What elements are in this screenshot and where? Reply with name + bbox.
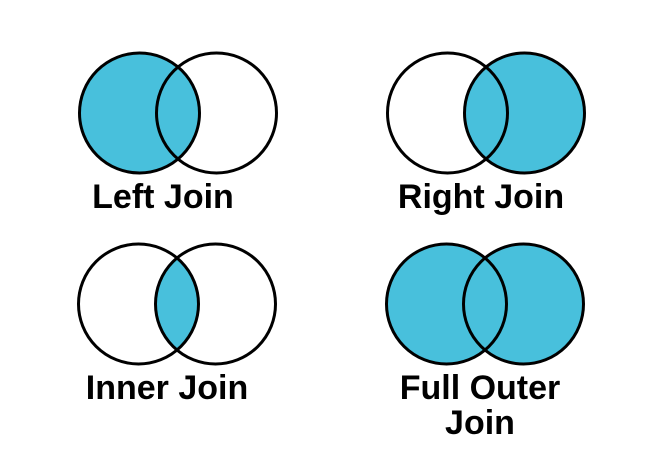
full-outer-join-cell: Full Outer Join <box>383 240 587 441</box>
full-outer-join-venn-icon <box>385 242 585 366</box>
left-join-cell: Left Join <box>76 49 280 215</box>
left-join-label: Left Join <box>92 178 234 216</box>
inner-join-cell: Inner Join <box>75 240 279 406</box>
inner-join-venn-icon <box>77 242 277 366</box>
left-join-venn-icon <box>78 51 278 175</box>
right-join-venn-icon <box>386 51 586 175</box>
right-join-cell: Right Join <box>384 49 588 215</box>
full-outer-join-label: Full Outer Join <box>399 369 561 442</box>
right-join-label: Right Join <box>397 178 565 216</box>
inner-join-label: Inner Join <box>85 369 249 407</box>
